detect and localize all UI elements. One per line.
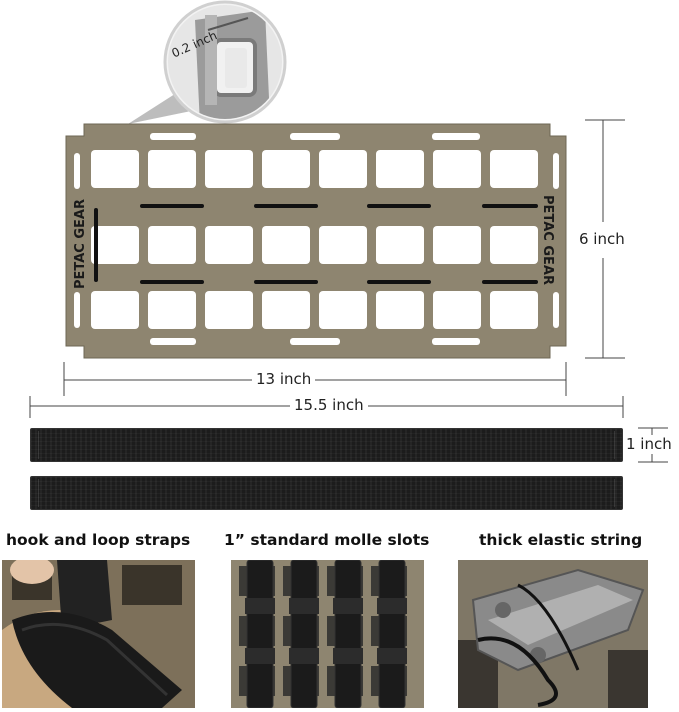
hook-loop-strap-bottom — [30, 476, 623, 510]
product-diagram: PETAC GEAR PETAC GEAR 0.2 inch — [29, 0, 625, 418]
feature-caption-hook-loop: hook and loop straps — [6, 531, 191, 549]
molle-slot — [205, 226, 253, 264]
edge-slots — [74, 133, 559, 345]
molle-slot — [433, 226, 481, 264]
inner-width-label: 13 inch — [252, 370, 316, 388]
strap-width-dimension — [638, 427, 668, 463]
molle-slot — [91, 150, 139, 188]
photo-hook-loop-straps — [2, 560, 195, 708]
strap-width-label: 1 inch — [624, 435, 674, 453]
feature-caption-molle-slots: 1” standard molle slots — [224, 531, 430, 549]
molle-slot — [433, 150, 481, 188]
molle-slot — [319, 291, 367, 329]
molle-slot — [262, 226, 310, 264]
molle-slot — [91, 291, 139, 329]
molle-slot — [376, 150, 424, 188]
molle-slot — [433, 291, 481, 329]
molle-slot — [376, 226, 424, 264]
molle-slot — [490, 150, 538, 188]
molle-slot — [319, 226, 367, 264]
height-dimension-line — [585, 119, 625, 359]
callout-magnifier — [163, 0, 287, 124]
hook-loop-strap-top — [30, 428, 623, 462]
molle-slot — [205, 291, 253, 329]
photo-elastic-string — [458, 560, 648, 708]
photo-molle-slots — [231, 560, 424, 708]
molle-slot — [319, 150, 367, 188]
molle-slot — [262, 150, 310, 188]
molle-slot — [376, 291, 424, 329]
elastic-strings — [94, 204, 538, 284]
outer-width-label: 15.5 inch — [290, 396, 368, 414]
molle-slot — [262, 291, 310, 329]
molle-slot-grid — [91, 150, 538, 329]
height-label: 6 inch — [575, 230, 629, 248]
brand-left: PETAC GEAR — [73, 199, 88, 289]
molle-slot — [148, 150, 196, 188]
molle-slot — [91, 226, 139, 264]
molle-slot — [490, 226, 538, 264]
feature-caption-elastic-string: thick elastic string — [479, 531, 643, 549]
molle-slot — [205, 150, 253, 188]
brand-right: PETAC GEAR — [540, 195, 555, 285]
molle-slot — [490, 291, 538, 329]
molle-slot — [148, 226, 196, 264]
molle-slot — [148, 291, 196, 329]
